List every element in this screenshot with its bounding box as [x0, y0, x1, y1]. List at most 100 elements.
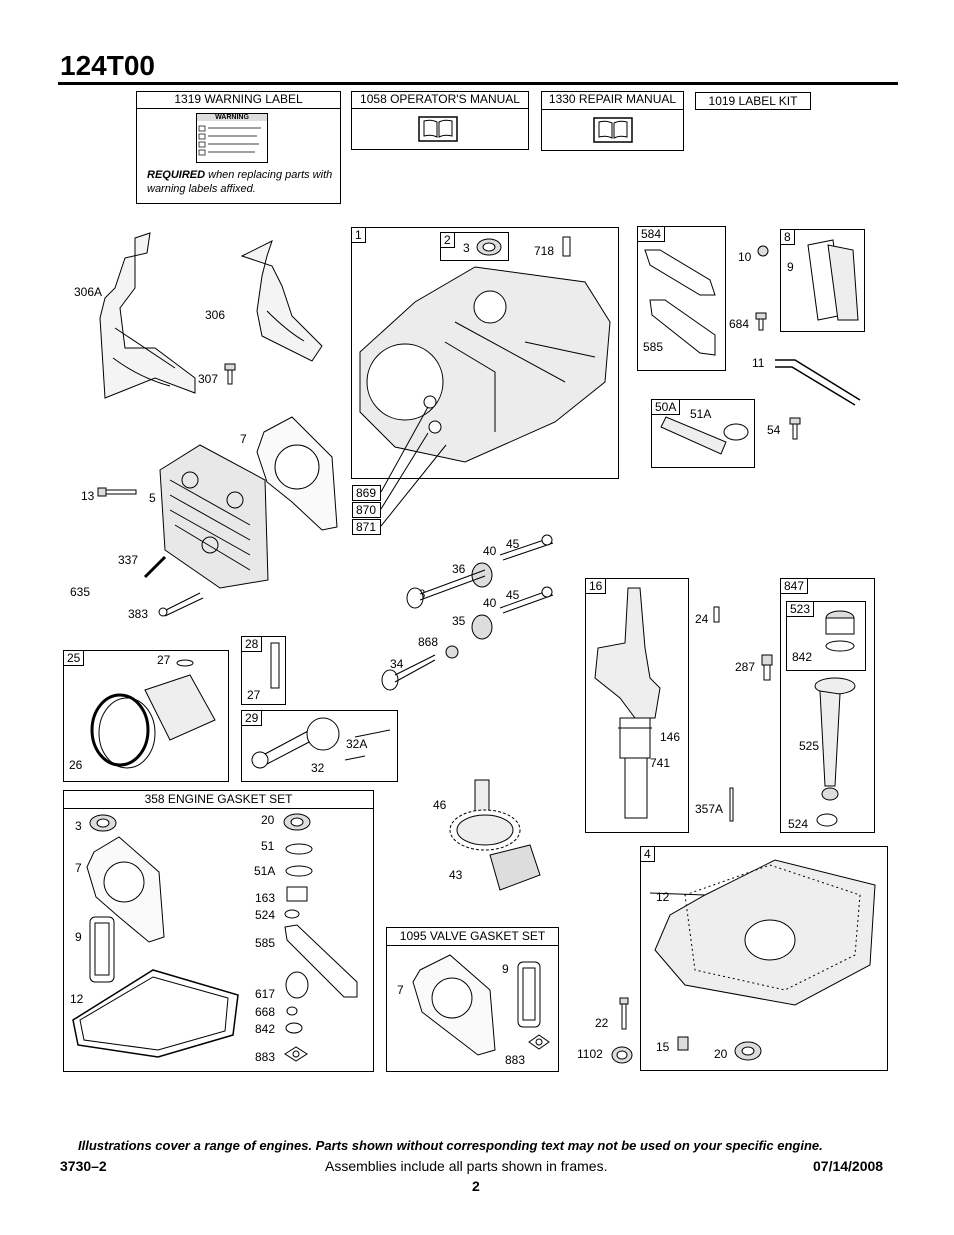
gasket-item: 668: [255, 1005, 276, 1019]
sump-drawing: [649, 859, 876, 1006]
callout: 32A: [346, 737, 368, 751]
oil-fill-tube-drawing: [814, 677, 856, 801]
callout: 524: [788, 817, 809, 831]
valve-gasket-set-box: 1095 VALVE GASKET SET: [386, 927, 559, 1072]
adapter-50a-drawing: [660, 416, 749, 455]
cover-gasket-drawing: [89, 916, 115, 983]
sump-gasket-drawing: [72, 969, 239, 1058]
page-title: 124T00: [60, 50, 155, 81]
camshaft-governor-drawing: [449, 779, 541, 891]
gasket-item: 9: [502, 962, 509, 976]
frame-4-sump: [640, 846, 888, 1071]
callout: 22: [595, 1016, 609, 1030]
screw-10-drawing: [757, 245, 769, 257]
callout: 13: [81, 489, 95, 503]
callout: 45: [506, 588, 520, 602]
gasket-item: 163: [255, 891, 276, 905]
frame-847-oil-fill: [780, 578, 875, 833]
footer-disclaimer: Illustrations cover a range of engines. …: [78, 1138, 823, 1153]
engine-gasket-set-box: 358 ENGINE GASKET SET: [63, 790, 374, 1072]
gasket-item: 524: [255, 908, 276, 922]
callout: 337: [118, 553, 139, 567]
frame-16-crankshaft: [585, 578, 689, 833]
seal-20-drawing: [734, 1041, 762, 1061]
gasket-drawing: [285, 865, 313, 877]
gasket-item: 9: [75, 930, 82, 944]
frame-tag: 870: [352, 502, 381, 518]
warning-label-note: REQUIRED when replacing parts with warni…: [147, 169, 333, 195]
callout: 585: [643, 340, 664, 354]
frame-tag: 16: [585, 578, 607, 594]
bolt-307-drawing: [224, 363, 236, 385]
frame-8-cover: [780, 229, 865, 332]
breather-383-drawing: [158, 592, 204, 617]
engine-gasket-set-title: 358 ENGINE GASKET SET: [64, 791, 373, 809]
callout: 383: [128, 607, 149, 621]
seal-1102-drawing: [611, 1046, 633, 1064]
callout: 5: [149, 491, 156, 505]
piston-rings-drawing: [90, 659, 216, 769]
page-number: 2: [472, 1178, 480, 1194]
callout: 7: [240, 432, 247, 446]
oring-524-drawing: [816, 813, 838, 827]
seal-drawing: [89, 814, 117, 832]
callout: 26: [69, 758, 83, 772]
frame-tag: 2: [440, 232, 455, 248]
pin-357a-drawing: [729, 787, 734, 822]
frame-50a-adapter: [651, 399, 755, 468]
fitting-287-drawing: [761, 654, 773, 681]
callout: 32: [311, 761, 325, 775]
callout: 11: [752, 356, 765, 370]
gasket-drawing: [284, 1046, 308, 1062]
gasket-item: 585: [255, 936, 276, 950]
frame-tag: 584: [637, 226, 666, 242]
callout: 9: [787, 260, 794, 274]
callout: 718: [534, 244, 555, 258]
gasket-drawing: [285, 843, 313, 855]
frame-tag: 8: [780, 229, 795, 245]
callout: 45: [506, 537, 520, 551]
oring-drawing: [285, 971, 309, 999]
gasket-item: 842: [255, 1022, 276, 1036]
repair-manual-title: 1330 REPAIR MANUAL: [542, 92, 683, 110]
callout: 51A: [690, 407, 712, 421]
gasket-item: 7: [397, 983, 404, 997]
bolt-22-drawing: [619, 997, 629, 1030]
wrist-pin-drawing: [270, 642, 280, 689]
heat-shield-306a-drawing: [99, 232, 196, 399]
dipstick-cap-drawing: [825, 610, 855, 652]
callout: 307: [198, 372, 219, 386]
operators-manual-title: 1058 OPERATOR'S MANUAL: [352, 92, 528, 109]
plug-15-drawing: [677, 1036, 689, 1051]
callout: 146: [660, 730, 681, 744]
callout: 40: [483, 544, 497, 558]
head-gasket-drawing: [412, 954, 496, 1056]
oil-seal-drawing: [476, 238, 502, 256]
callout: 525: [799, 739, 820, 753]
callout: 34: [390, 657, 404, 671]
callout: 287: [735, 660, 756, 674]
repair-manual-box: 1330 REPAIR MANUAL: [541, 91, 684, 151]
frame-tag: 50A: [651, 399, 681, 415]
callout: 868: [418, 635, 439, 649]
callout: 27: [157, 653, 171, 667]
callout: 24: [695, 612, 709, 626]
frame-tag: 25: [63, 650, 85, 666]
callout: 54: [767, 423, 781, 437]
warning-label-box: 1319 WARNING LABEL WARNING REQUIRED when…: [136, 91, 341, 204]
oring-drawing: [284, 909, 300, 919]
gasket-item: 7: [75, 861, 82, 875]
gasket-item: 883: [255, 1050, 276, 1064]
head-gasket-drawing: [86, 836, 165, 943]
screw-54-drawing: [789, 417, 801, 440]
callout: 741: [650, 756, 671, 770]
callout: 36: [452, 562, 466, 576]
gasket-drawing: [286, 886, 308, 902]
frame-28-pin: [241, 636, 286, 705]
gasket-item: 617: [255, 987, 276, 1001]
seal-drawing: [283, 813, 311, 831]
cylinder-head-drawing: [159, 444, 269, 589]
spark-plug-drawing: [143, 555, 167, 579]
footer-code: 3730–2: [60, 1158, 107, 1174]
callout: 306A: [74, 285, 103, 299]
